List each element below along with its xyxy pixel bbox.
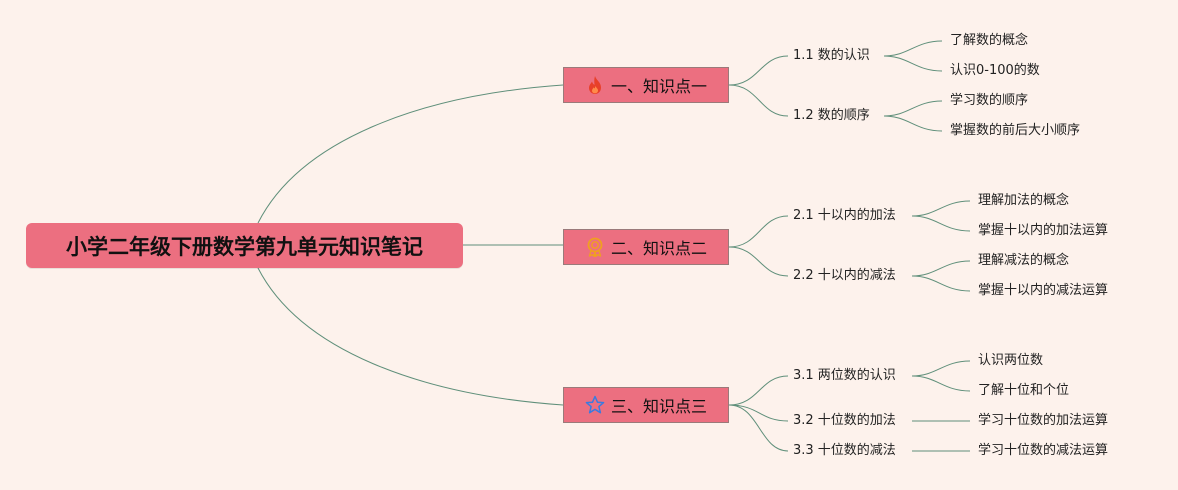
- topic-label-2: 二、知识点二: [610, 239, 707, 258]
- connector-topic-2-sub-1: [728, 215, 789, 248]
- leaf-3-2-1[interactable]: 学习十位数的加法运算: [978, 413, 1109, 428]
- subtopic-1-2[interactable]: 1.2 数的顺序: [793, 108, 870, 123]
- connector-topic-3-sub-2: [728, 404, 789, 422]
- subtopic-1-1[interactable]: 1.1 数的认识: [793, 48, 870, 63]
- leaf-1-2-2[interactable]: 掌握数的前后大小顺序: [950, 123, 1081, 138]
- subtopic-2-2[interactable]: 2.2 十以内的减法: [793, 268, 896, 283]
- connector-topic-3-sub-3: [728, 404, 789, 452]
- fire-icon: [585, 75, 605, 95]
- leaf-1-2-1[interactable]: 学习数的顺序: [950, 93, 1029, 108]
- medal-icon: [585, 237, 605, 257]
- connector-sub-1-2-leaf-1: [883, 100, 943, 117]
- connector-topic-1-sub-2: [728, 84, 789, 117]
- subtopic-3-3[interactable]: 3.3 十位数的减法: [793, 443, 896, 458]
- connector-sub-2-2-leaf-1: [911, 260, 971, 277]
- topic-label-3: 三、知识点三: [610, 397, 707, 416]
- leaf-2-2-2[interactable]: 掌握十以内的减法运算: [978, 283, 1109, 298]
- connector-sub-2-2-leaf-2: [911, 275, 971, 292]
- leaf-2-2-1[interactable]: 理解减法的概念: [978, 253, 1070, 268]
- subtopic-2-1[interactable]: 2.1 十以内的加法: [793, 208, 896, 223]
- leaf-3-3-1[interactable]: 学习十位数的减法运算: [978, 443, 1109, 458]
- connector-sub-3-1-leaf-2: [911, 375, 971, 392]
- connector-topic-2-sub-2: [728, 246, 789, 277]
- star-icon: [585, 395, 605, 415]
- connector-topic-3-sub-1: [728, 375, 789, 406]
- leaf-1-1-2[interactable]: 认识0-100的数: [950, 63, 1040, 78]
- topic-label-1: 一、知识点一: [610, 77, 707, 96]
- leaf-3-1-1[interactable]: 认识两位数: [978, 353, 1044, 368]
- connector-sub-2-1-leaf-2: [911, 215, 971, 232]
- leaf-2-1-1[interactable]: 理解加法的概念: [978, 193, 1070, 208]
- topic-node-1[interactable]: 一、知识点一: [563, 67, 729, 103]
- topic-node-2[interactable]: 二、知识点二: [563, 229, 729, 265]
- root-node[interactable]: 小学二年级下册数学第九单元知识笔记: [26, 223, 463, 268]
- leaf-2-1-2[interactable]: 掌握十以内的加法运算: [978, 223, 1109, 238]
- connector-sub-2-1-leaf-1: [911, 200, 971, 217]
- connector-root-topic-1: [257, 84, 564, 224]
- subtopic-3-1[interactable]: 3.1 两位数的认识: [793, 368, 896, 383]
- connector-sub-1-1-leaf-1: [883, 40, 943, 57]
- leaf-1-1-1[interactable]: 了解数的概念: [950, 33, 1029, 48]
- connector-sub-1-1-leaf-2: [883, 55, 943, 72]
- connector-sub-3-1-leaf-1: [911, 360, 971, 377]
- leaf-3-1-2[interactable]: 了解十位和个位: [978, 383, 1070, 398]
- connector-sub-1-2-leaf-2: [883, 115, 943, 132]
- subtopic-3-2[interactable]: 3.2 十位数的加法: [793, 413, 896, 428]
- connector-topic-1-sub-1: [728, 55, 789, 86]
- connector-root-topic-3: [257, 267, 564, 406]
- root-label: 小学二年级下册数学第九单元知识笔记: [66, 234, 423, 259]
- topic-node-3[interactable]: 三、知识点三: [563, 387, 729, 423]
